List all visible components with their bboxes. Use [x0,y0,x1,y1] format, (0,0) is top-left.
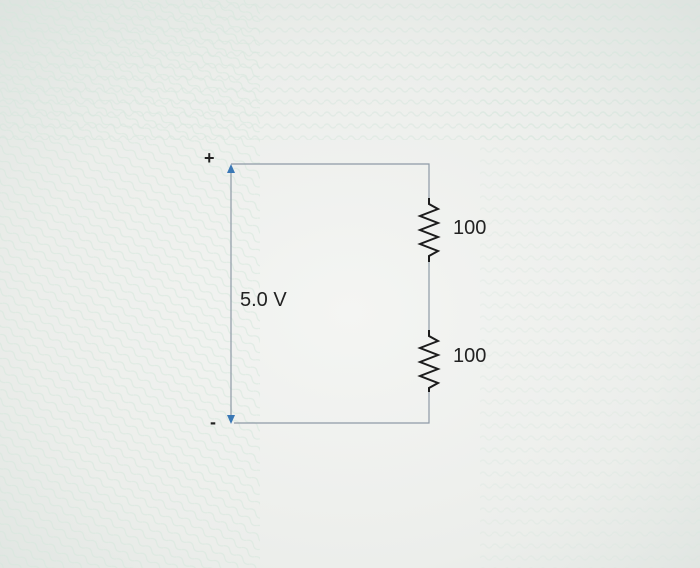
top-wire [231,163,430,198]
resistor-2-value: 100 [453,345,487,367]
voltage-arrow-head-down [227,415,235,424]
positive-terminal-label: + [204,148,215,168]
negative-terminal-label: - [210,412,216,432]
source-voltage-label: 5.0 V [240,289,287,311]
resistor-1-value: 100 [453,217,487,239]
resistor-2-zigzag [417,330,441,392]
resistor-1-zigzag [417,198,441,262]
voltage-arrow-head-up [227,164,235,173]
bottom-wire [234,392,430,424]
